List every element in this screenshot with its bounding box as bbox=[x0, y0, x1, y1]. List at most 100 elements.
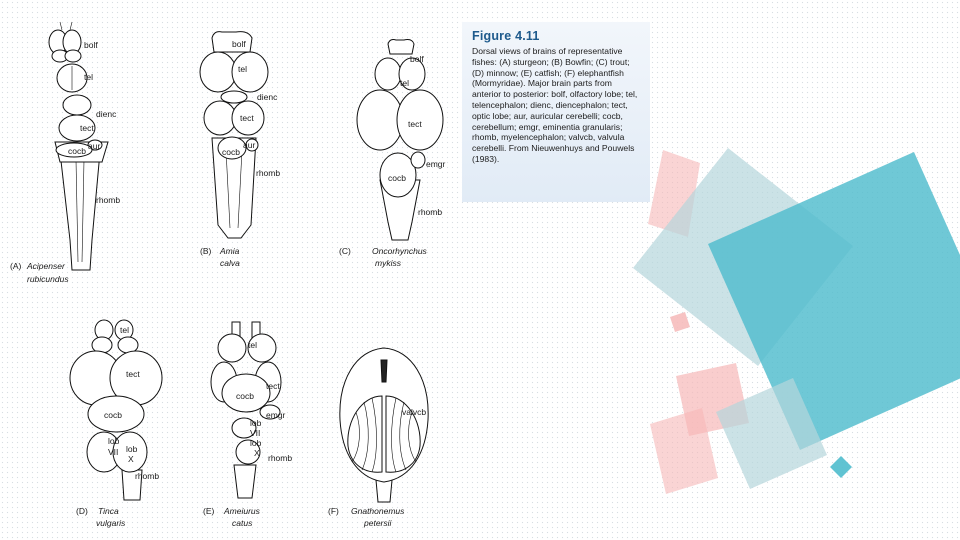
panel-d-label-vii: VII bbox=[108, 447, 118, 457]
panel-d-label-cocb: cocb bbox=[104, 410, 122, 420]
panel-e-label-tect: tect bbox=[266, 381, 280, 391]
panel-f-spinal-cord bbox=[375, 479, 393, 503]
panel-a-label-rhomb: rhomb bbox=[96, 195, 120, 205]
pink-small-square bbox=[670, 312, 690, 332]
panel-c-species: mykiss bbox=[375, 258, 402, 268]
panel-a-sturgeon: bolf tel dienc tect aur cocb rhomb (A) A… bbox=[10, 21, 120, 284]
panel-b-diencephalon bbox=[220, 90, 248, 104]
panel-b-label-aur: aur bbox=[243, 140, 255, 150]
panel-c-telencephalon-right bbox=[398, 57, 426, 91]
panel-c-label-cocb: cocb bbox=[388, 173, 406, 183]
panel-e-label-cocb: cocb bbox=[236, 391, 254, 401]
panel-b-label-cocb: cocb bbox=[222, 147, 240, 157]
panel-c-optic-lobe-left bbox=[356, 89, 404, 151]
panel-e-vagal-lobe bbox=[235, 439, 261, 465]
panel-e-letter: (E) bbox=[203, 506, 215, 516]
panel-c-telencephalon-left bbox=[374, 57, 402, 91]
panel-a-label-dienc: dienc bbox=[96, 109, 117, 119]
panel-d-label-lob-left: lob bbox=[108, 436, 120, 446]
panel-b-olfactory-bulbs bbox=[211, 31, 253, 53]
panel-b-rhombencephalon bbox=[211, 137, 257, 239]
panel-b-cerebellum bbox=[217, 136, 247, 160]
panel-a-letter: (A) bbox=[10, 261, 22, 271]
panel-c-label-rhomb: rhomb bbox=[418, 207, 442, 217]
panel-e-species: catus bbox=[232, 518, 253, 528]
panel-e-label-lob-upper: lob bbox=[250, 418, 262, 428]
panel-c-letter: (C) bbox=[339, 246, 351, 256]
panel-a-olfactory-bulb-right-lower bbox=[64, 49, 82, 63]
figure-caption-box: Figure 4.11 Dorsal views of brains of re… bbox=[462, 22, 650, 202]
panel-d-label-tel: tel bbox=[120, 325, 129, 335]
pink-square-bottom bbox=[650, 408, 718, 494]
panel-b-genus: Amia bbox=[219, 246, 240, 256]
panel-b-optic-lobe-left bbox=[203, 100, 237, 136]
panel-c-label-emgr: emgr bbox=[426, 159, 446, 169]
panel-e-label-emgr: emgr bbox=[266, 410, 286, 420]
panel-b-label-dienc: dienc bbox=[257, 92, 278, 102]
panel-b-label-tel: tel bbox=[238, 64, 247, 74]
panel-f-elephantfish: valvcb (F) Gnathonemus petersii bbox=[328, 347, 429, 528]
panel-f-genus: Gnathonemus bbox=[351, 506, 405, 516]
panel-b-bowfin: bolf tel dienc tect aur cocb rhomb (B) A… bbox=[199, 31, 280, 268]
panel-d-vagal-lobe-right bbox=[112, 431, 148, 473]
panel-a-label-tect: tect bbox=[80, 123, 94, 133]
teal-small-diamond bbox=[830, 456, 852, 478]
panel-e-label-vii: VII bbox=[250, 428, 260, 438]
panel-d-tench: tel tect cocb lob VII lob X rhomb (D) Ti… bbox=[69, 319, 163, 528]
panel-b-letter: (B) bbox=[200, 246, 212, 256]
panel-c-olfactory-bulbs bbox=[387, 39, 415, 55]
panel-e-genus: Ameiurus bbox=[223, 506, 261, 516]
panel-a-label-tel: tel bbox=[84, 72, 93, 82]
panel-e-label-tel: tel bbox=[248, 340, 257, 350]
figure-title: Figure 4.11 bbox=[472, 29, 540, 43]
panel-e-label-rhomb: rhomb bbox=[268, 453, 292, 463]
panel-f-species: petersii bbox=[363, 518, 393, 528]
panel-b-telencephalon-left bbox=[199, 51, 237, 93]
panel-e-telencephalon-left bbox=[217, 333, 247, 363]
panel-b-label-tect: tect bbox=[240, 113, 254, 123]
panel-c-label-tect: tect bbox=[408, 119, 422, 129]
panel-b-label-rhomb: rhomb bbox=[256, 168, 280, 178]
panel-e-catfish: tel tect cocb emgr lob VII lob X rhomb (… bbox=[203, 321, 292, 528]
panel-c-optic-lobe-right bbox=[396, 89, 444, 151]
panel-a-optic-lobe bbox=[58, 114, 96, 142]
panel-b-label-bolf: bolf bbox=[232, 39, 246, 49]
panel-a-label-aur: aur bbox=[88, 141, 100, 151]
panel-f-midline-structure bbox=[380, 359, 388, 383]
panel-a-spinal-cord bbox=[59, 151, 101, 271]
panel-d-cerebellum bbox=[87, 395, 145, 433]
panel-d-label-x: X bbox=[128, 454, 134, 464]
panel-c-trout: bolf tel tect emgr cocb rhomb (C) Oncorh… bbox=[339, 39, 446, 268]
panel-e-label-x: X bbox=[254, 448, 260, 458]
panel-d-label-tect: tect bbox=[126, 369, 140, 379]
panel-c-genus: Oncorhynchus bbox=[372, 246, 428, 256]
panel-d-genus: Tinca bbox=[98, 506, 119, 516]
panel-d-letter: (D) bbox=[76, 506, 88, 516]
figure-caption-text: Dorsal views of brains of representative… bbox=[472, 46, 638, 164]
panel-d-label-rhomb: rhomb bbox=[135, 471, 159, 481]
panel-a-label-bolf: bolf bbox=[84, 40, 98, 50]
panel-c-cerebellum bbox=[379, 152, 417, 198]
panel-a-diencephalon bbox=[62, 94, 92, 116]
panel-b-auricle bbox=[245, 138, 259, 152]
panel-f-label-valvcb: valvcb bbox=[402, 407, 426, 417]
panel-a-label-cocb: cocb bbox=[68, 146, 86, 156]
pale-teal-square-bottom bbox=[716, 378, 827, 489]
panel-d-label-lob-right: lob bbox=[126, 444, 138, 454]
panel-a-cerebellum bbox=[55, 142, 93, 158]
panel-b-species: calva bbox=[220, 258, 240, 268]
panel-c-eminentia-granularis bbox=[410, 151, 426, 169]
panel-d-species: vulgaris bbox=[96, 518, 126, 528]
panel-a-species: rubicundus bbox=[27, 274, 69, 284]
panel-e-eminentia-granularis bbox=[259, 404, 281, 420]
panel-e-telencephalon-right bbox=[247, 333, 277, 363]
panel-e-cerebellum bbox=[221, 373, 271, 413]
fish-brain-figure: bolf tel dienc tect aur cocb rhomb (A) A… bbox=[10, 21, 446, 528]
panel-b-optic-lobe-right bbox=[231, 100, 265, 136]
panel-f-letter: (F) bbox=[328, 506, 339, 516]
panel-a-genus: Acipenser bbox=[26, 261, 66, 271]
panel-e-facial-lobe bbox=[231, 417, 257, 439]
panel-b-telencephalon-right bbox=[231, 51, 269, 93]
